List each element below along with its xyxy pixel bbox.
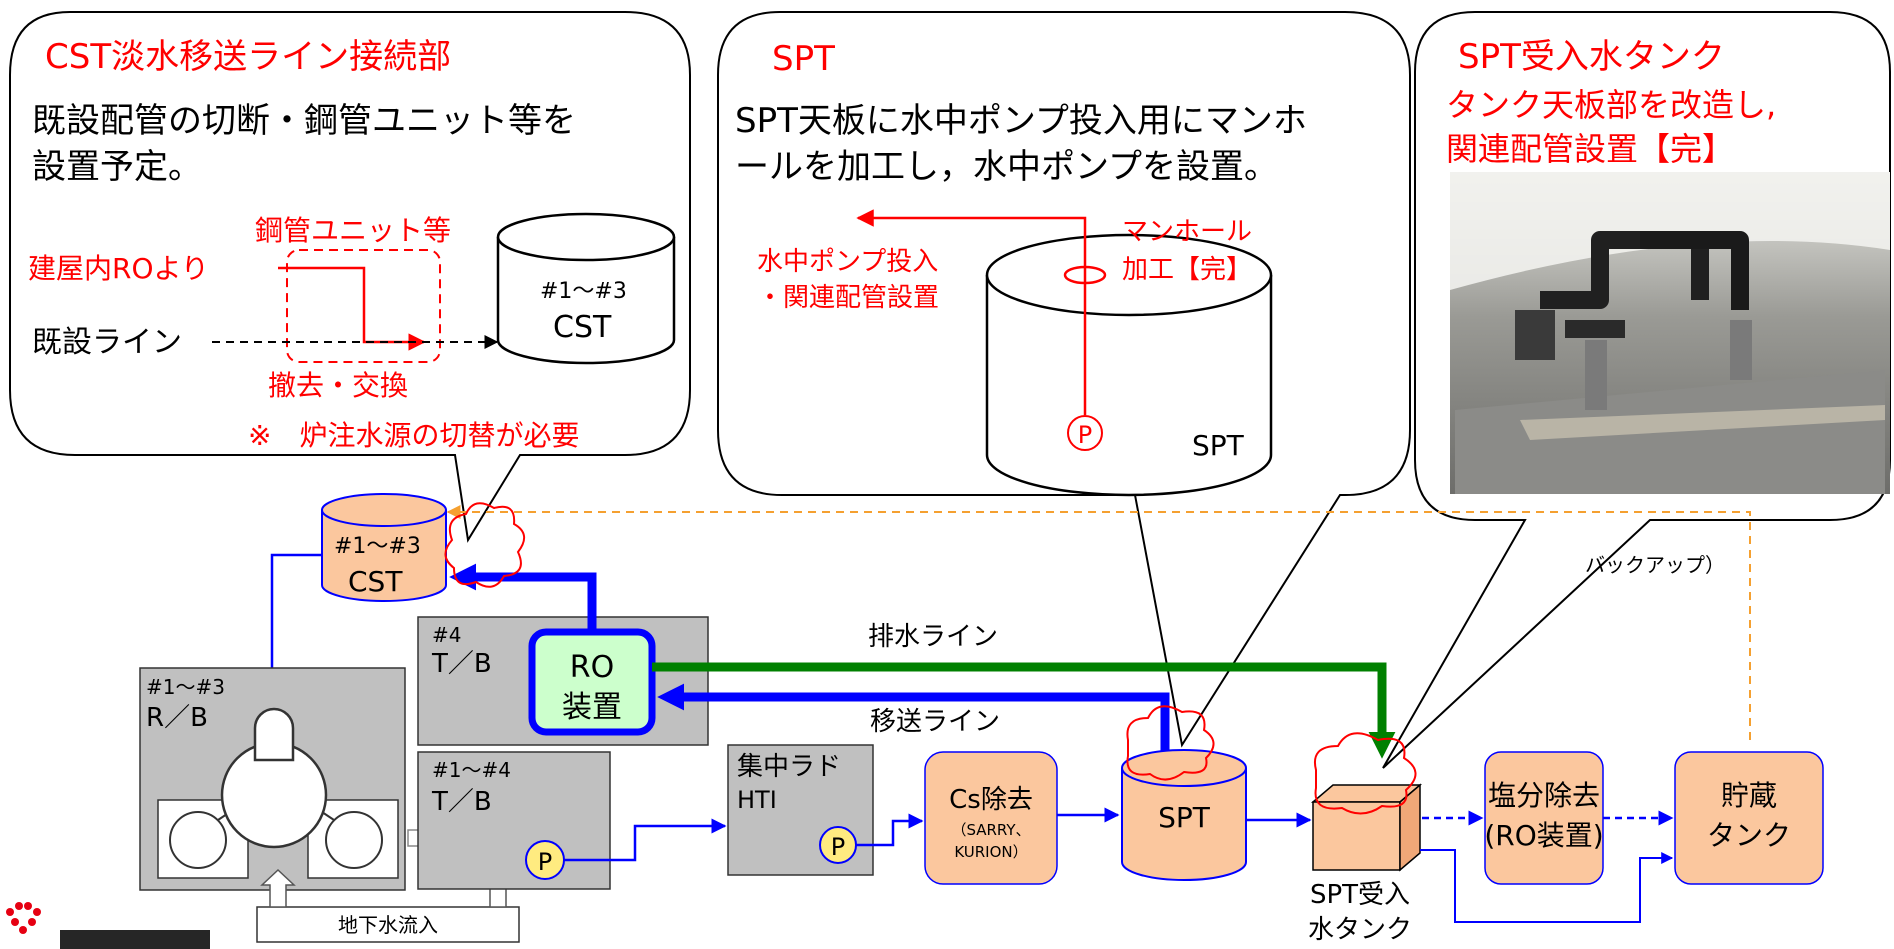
suppression-chamber-left — [169, 811, 227, 869]
spt-title: SPT — [772, 39, 835, 79]
existing-line-label: 既設ライン — [32, 325, 182, 360]
cst-tank-label-2: CST — [553, 310, 612, 345]
tank-piping-photo — [1450, 172, 1890, 494]
suppression-chamber-right — [325, 811, 383, 869]
salt-label-2: (RO装置) — [1484, 819, 1603, 852]
spt-tank-label: SPT — [1192, 429, 1245, 462]
bubble-spt: SPT SPT天板に水中ポンプ投入用にマンホ ールを加工し，水中ポンプを設置。 … — [717, 11, 1411, 748]
ro-label-1: RO — [570, 650, 614, 685]
drain-line-label: 排水ライン — [868, 622, 998, 652]
spt-tank-flow-label-2: 水タンク — [1308, 915, 1412, 945]
cst-tank-label-1: #1～#3 — [540, 279, 627, 304]
spt-tank-icon — [985, 233, 1273, 497]
work-spot-cloud-cst — [444, 502, 525, 588]
tb14-building — [417, 751, 611, 890]
backup-label: バックアップ） — [1585, 553, 1725, 577]
pump-note-1: 水中ポンプ投入 — [757, 247, 938, 277]
cst-flow-label-2: CST — [348, 565, 403, 598]
groundwater-box — [256, 906, 520, 943]
manhole-note-1: マンホール — [1122, 217, 1252, 247]
tb-pump-label: P — [538, 848, 552, 876]
rb-label-1: #1～#3 — [146, 675, 225, 699]
bubble-cst: CST淡水移送ライン接続部 既設配管の切断・鋼管ユニット等を 設置予定。 鋼管ユ… — [9, 11, 691, 543]
tb4-label-2: T／B — [431, 649, 492, 679]
hti-to-cs-line — [856, 813, 924, 847]
cs-label-3: KURION） — [954, 843, 1027, 861]
transfer-line-label: 移送ライン — [870, 707, 1000, 737]
salt-removal-unit — [1484, 751, 1604, 885]
drain-line — [652, 662, 1396, 759]
cs-removal-unit — [924, 751, 1058, 885]
manhole-icon — [1063, 265, 1107, 285]
from-ro-label: 建屋内ROより — [28, 252, 209, 285]
pump-icon — [1067, 415, 1103, 451]
submersible-pump-line — [856, 209, 1087, 415]
cst-tank-icon — [496, 212, 676, 365]
spt-receiving-tank — [1310, 783, 1423, 872]
company-logo-icon — [6, 902, 210, 949]
inflow-arrow-left — [260, 868, 296, 908]
work-spot-cloud-spt — [1126, 705, 1215, 781]
hti-label-1: 集中ラド — [737, 752, 841, 782]
storage-label-2: タンク — [1707, 819, 1791, 852]
cst-desc-1: 既設配管の切断・鋼管ユニット等を — [32, 101, 576, 141]
removal-label: 撤去・交換 — [268, 369, 408, 402]
groundwater-label: 地下水流入 — [338, 913, 438, 937]
cs-label-1: Cs除去 — [949, 785, 1033, 815]
spt-desc-1: SPT天板に水中ポンプ投入用にマンホ — [735, 101, 1307, 141]
cst-desc-2: 設置予定。 — [32, 147, 202, 187]
cst-flow-label-1: #1～#3 — [334, 534, 421, 559]
tb4-label-1: #4 — [432, 623, 461, 647]
storage-tank — [1674, 751, 1824, 885]
ro-label-2: 装置 — [562, 690, 622, 725]
cst-tank — [321, 493, 447, 602]
reactor-vessel-icon — [220, 707, 328, 849]
spt-pump-label: P — [1078, 421, 1092, 449]
work-spot-cloud-tank — [1314, 732, 1417, 815]
tank-to-storage-line — [1420, 849, 1674, 923]
tb14-label-2: T／B — [431, 787, 492, 817]
water-source-note: ※ 炉注水源の切替が必要 — [248, 419, 579, 452]
tb-to-hti-line — [564, 818, 727, 862]
salt-label-1: 塩分除去 — [1488, 779, 1600, 812]
spt-tank-flow-label-1: SPT受入 — [1310, 880, 1410, 910]
hti-pump-label: P — [831, 833, 845, 861]
backup-line — [446, 505, 1751, 740]
tb14-label-1: #1～#4 — [432, 758, 511, 782]
pump-note-2: ・関連配管設置 — [757, 283, 939, 313]
storage-label-1: 貯蔵 — [1721, 779, 1777, 812]
cst-title: CST淡水移送ライン接続部 — [45, 37, 451, 77]
steel-unit-label: 鋼管ユニット等 — [255, 214, 451, 247]
cst-to-rb-line — [264, 553, 322, 704]
hti-label-2: HTI — [737, 786, 777, 814]
bubble-tank: SPT受入水タンク タンク天板部を改造し, 関連配管設置【完】 — [1382, 11, 1891, 769]
rb-label-2: R／B — [146, 703, 208, 733]
spt-flow-label: SPT — [1158, 801, 1211, 834]
tank-desc-2: 関連配管設置【完】 — [1446, 130, 1734, 168]
cs-label-2: （SARRY、 — [951, 821, 1030, 839]
replacement-zone — [286, 249, 441, 363]
tank-title: SPT受入水タンク — [1458, 37, 1725, 77]
manhole-note-2: 加工【完】 — [1122, 255, 1252, 285]
spt-desc-2: ールを加工し，水中ポンプを設置。 — [735, 147, 1278, 187]
tank-desc-1: タンク天板部を改造し, — [1446, 86, 1776, 124]
